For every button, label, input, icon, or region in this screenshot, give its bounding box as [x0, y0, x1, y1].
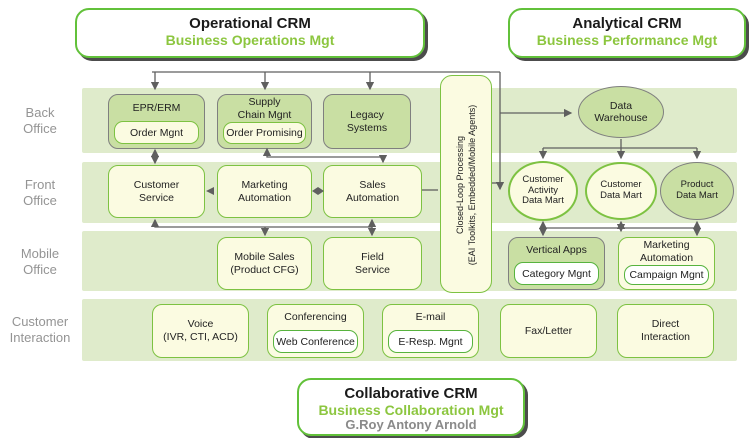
subnode-campaign-mgnt: Campaign Mgnt: [624, 265, 709, 285]
operational-crm-title: Operational CRM: [189, 15, 311, 32]
header-analytical-crm: Analytical CRM Business Performance Mgt: [508, 8, 746, 58]
node-marketing-automation-title: Marketing Automation: [237, 178, 292, 204]
node-customer-service-title: Customer Service: [133, 178, 180, 204]
collaborative-crm-author: G.Roy Antony Arnold: [345, 417, 477, 432]
collaborative-crm-subtitle: Business Collaboration Mgt: [318, 402, 504, 418]
node-email-title: E-mail: [415, 311, 446, 324]
row-label-customer-interaction: Customer Interaction: [9, 314, 71, 346]
node-epr-erm: EPR/ERM Order Mgnt: [108, 94, 205, 149]
node-marketing-automation-analytical-title: Marketing Automation: [639, 239, 694, 264]
node-direct-interaction: Direct Interaction: [617, 304, 714, 358]
node-customer-activity-data-mart: Customer Activity Data Mart: [508, 161, 578, 221]
node-customer-data-mart: Customer Data Mart: [585, 162, 657, 220]
node-legacy-title: Legacy Systems: [346, 108, 388, 134]
subnode-order-promising: Order Promising: [223, 122, 306, 144]
header-operational-crm: Operational CRM Business Operations Mgt: [75, 8, 425, 58]
node-epr-erm-title: EPR/ERM: [132, 101, 181, 114]
node-customer-service: Customer Service: [108, 165, 205, 218]
node-closed-loop-processing-title: Closed-Loop Processing (EAI Toolkits, Em…: [455, 104, 477, 266]
node-data-warehouse: Data Warehouse: [578, 86, 664, 138]
node-closed-loop-processing: Closed-Loop Processing (EAI Toolkits, Em…: [440, 75, 492, 293]
node-voice: Voice (IVR, CTI, ACD): [152, 304, 249, 358]
node-sales-automation: Sales Automation: [323, 165, 422, 218]
node-fax-letter-title: Fax/Letter: [524, 324, 573, 337]
node-vertical-apps-title: Vertical Apps: [526, 243, 587, 256]
row-label-front-office: Front Office: [23, 177, 57, 209]
node-supply-chain-title: Supply Chain Mgnt: [237, 96, 292, 121]
node-marketing-automation: Marketing Automation: [217, 165, 312, 218]
node-fax-letter: Fax/Letter: [500, 304, 597, 358]
node-legacy-systems: Legacy Systems: [323, 94, 411, 149]
node-field-service: Field Service: [323, 237, 422, 290]
operational-crm-subtitle: Business Operations Mgt: [165, 32, 335, 48]
header-collaborative-crm: Collaborative CRM Business Collaboration…: [297, 378, 525, 436]
subnode-category-mgnt: Category Mgnt: [514, 262, 599, 285]
node-direct-interaction-title: Direct Interaction: [640, 318, 691, 343]
collaborative-crm-title: Collaborative CRM: [344, 385, 478, 402]
node-supply-chain-mgnt: Supply Chain Mgnt Order Promising: [217, 94, 312, 149]
node-product-data-mart: Product Data Mart: [660, 162, 734, 220]
subnode-web-conference: Web Conference: [273, 330, 358, 353]
node-conferencing: Conferencing Web Conference: [267, 304, 364, 358]
node-voice-title: Voice (IVR, CTI, ACD): [163, 318, 238, 343]
subnode-e-resp-mgnt: E-Resp. Mgnt: [388, 330, 473, 353]
node-vertical-apps: Vertical Apps Category Mgnt: [508, 237, 605, 290]
analytical-crm-title: Analytical CRM: [572, 15, 682, 32]
row-label-back-office: Back Office: [23, 105, 57, 137]
node-mobile-sales-title: Mobile Sales (Product CFG): [230, 250, 299, 276]
row-label-mobile-office: Mobile Office: [20, 246, 60, 278]
node-mobile-sales: Mobile Sales (Product CFG): [217, 237, 312, 290]
node-sales-automation-title: Sales Automation: [345, 178, 400, 204]
node-email: E-mail E-Resp. Mgnt: [382, 304, 479, 358]
node-conferencing-title: Conferencing: [284, 311, 347, 324]
node-field-service-title: Field Service: [354, 250, 390, 276]
node-marketing-automation-analytical: Marketing Automation Campaign Mgnt: [618, 237, 715, 290]
analytical-crm-subtitle: Business Performance Mgt: [536, 32, 718, 48]
subnode-order-mgnt: Order Mgnt: [114, 121, 199, 144]
